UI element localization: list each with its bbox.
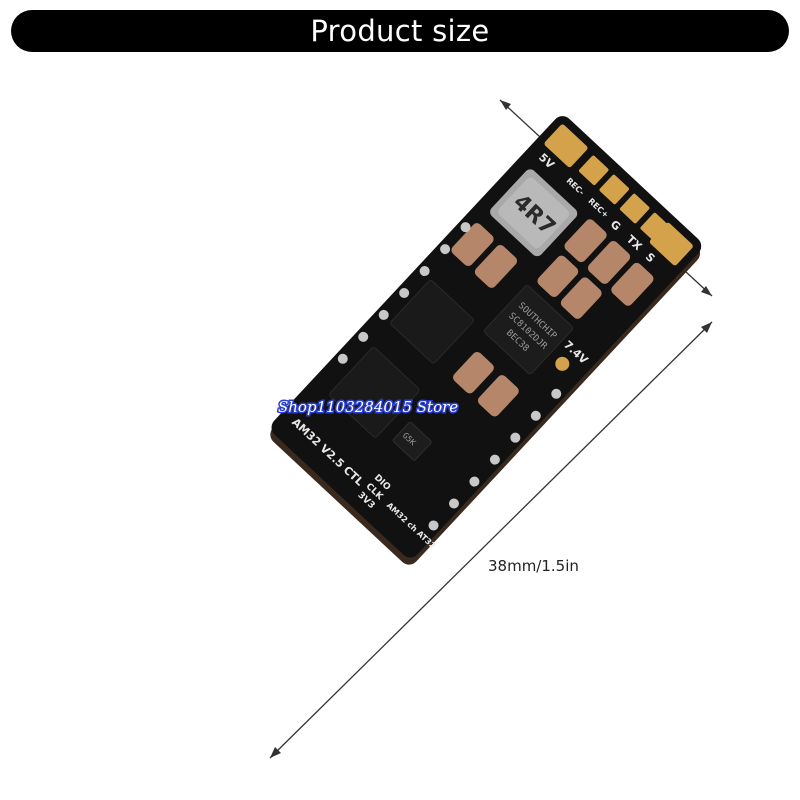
capacitor — [587, 241, 631, 284]
left-edge-pads — [337, 222, 471, 364]
capacitor — [474, 245, 518, 288]
esc-board: 5V REC- REC+ G TX S 4R7 SOUTHCHIP — [270, 116, 702, 565]
inductor: 4R7 — [490, 169, 578, 257]
regulator-chip: G5K — [392, 421, 432, 461]
jumper-pad — [555, 356, 570, 371]
pad-rec-plus — [619, 193, 650, 224]
capacitor — [477, 375, 519, 417]
capacitor — [560, 277, 602, 319]
length-dimension: 38mm/1.5in — [269, 321, 713, 759]
capacitors-top — [451, 219, 654, 319]
capacitor — [453, 351, 494, 394]
capacitor — [451, 223, 494, 267]
mcu-chip — [329, 347, 420, 438]
title-text: Product size — [310, 14, 490, 48]
pad-large-left — [544, 124, 588, 168]
right-edge-pads — [428, 388, 562, 531]
capacitor — [611, 262, 654, 306]
bec-chip: SOUTHCHIP SC8102DJR BEC38 — [484, 285, 574, 375]
title-banner: Product size — [11, 10, 789, 52]
pad-5v — [579, 155, 609, 186]
pad-rec-minus — [599, 174, 629, 205]
mosfet-chip — [390, 280, 474, 364]
capacitor — [564, 219, 607, 263]
capacitor — [537, 255, 579, 297]
pad-large-right — [649, 222, 693, 266]
length-label: 38mm/1.5in — [488, 557, 579, 575]
signal-pads — [544, 124, 693, 266]
watermark: Shop1103284015 Store — [278, 398, 458, 416]
